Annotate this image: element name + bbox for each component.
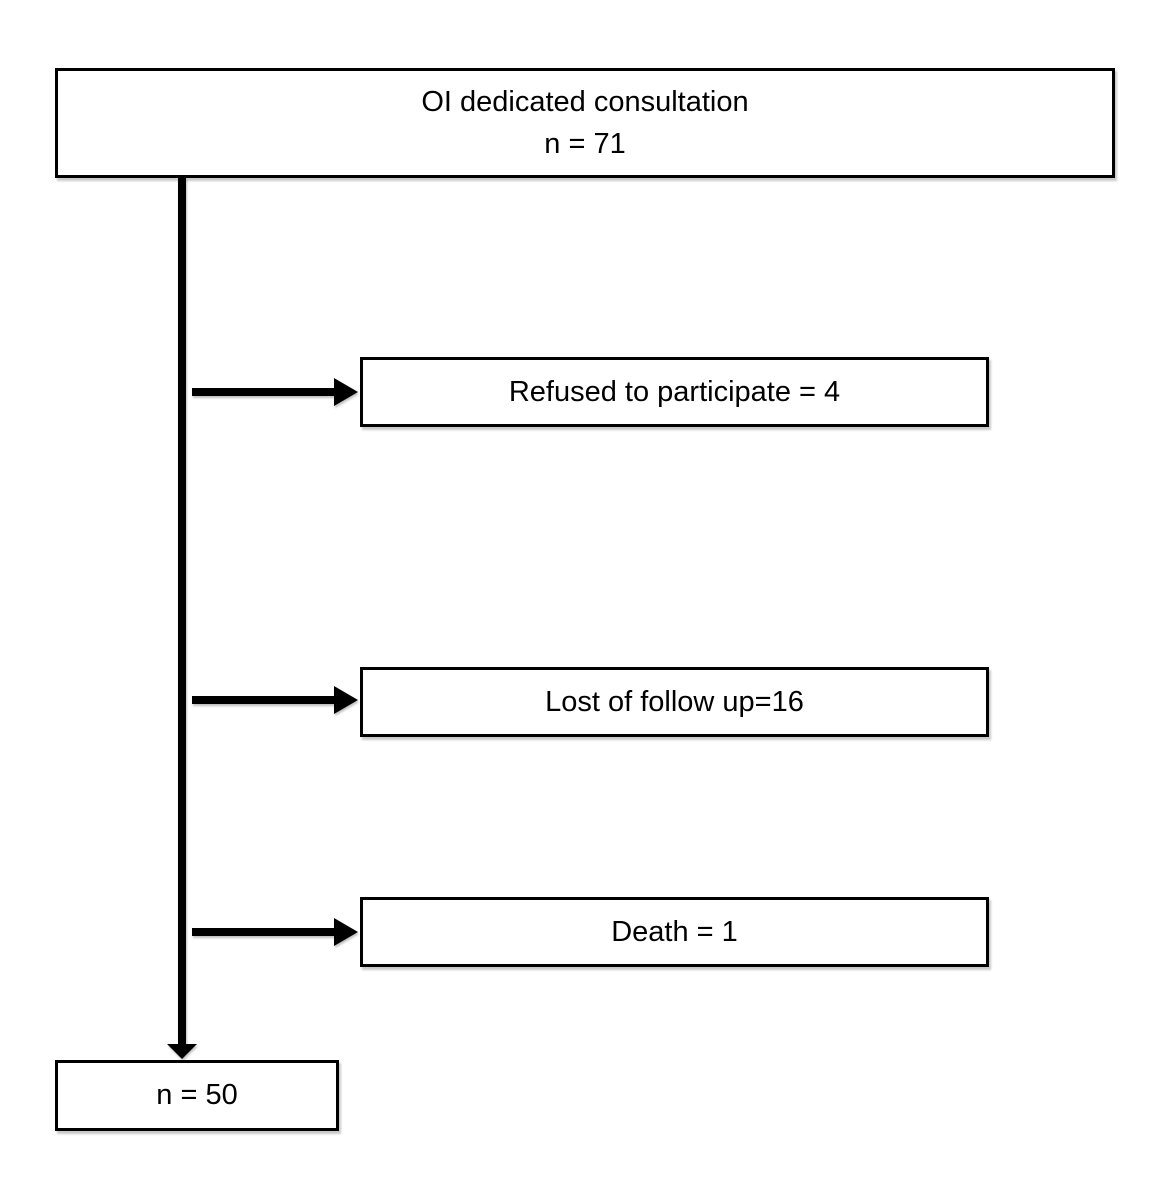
branch-arrow-head-icon-death (334, 918, 358, 946)
vertical-arrow-shaft (178, 178, 186, 1046)
node-consultation: OI dedicated consultation n = 71 (55, 68, 1115, 178)
node-refused-label: Refused to participate = 4 (508, 375, 841, 408)
branch-arrow-shaft-refused (192, 388, 334, 396)
node-final-count-label: n = 50 (156, 1079, 238, 1112)
node-consultation-title: OI dedicated consultation (421, 85, 749, 118)
branch-arrow-shaft-death (192, 928, 334, 936)
branch-arrow-head-icon-refused (334, 378, 358, 406)
node-final-count: n = 50 (55, 1060, 339, 1131)
node-death-label: Death = 1 (611, 915, 738, 948)
branch-arrow-head-icon-lost (334, 686, 358, 714)
branch-arrow-shaft-lost (192, 696, 334, 704)
node-lost-follow-up-label: Lost of follow up=16 (545, 685, 804, 718)
node-death: Death = 1 (360, 897, 989, 967)
node-consultation-count: n = 71 (544, 128, 626, 160)
node-refused: Refused to participate = 4 (360, 357, 989, 427)
vertical-arrow-head-icon (167, 1044, 197, 1059)
node-lost-follow-up: Lost of follow up=16 (360, 667, 989, 737)
